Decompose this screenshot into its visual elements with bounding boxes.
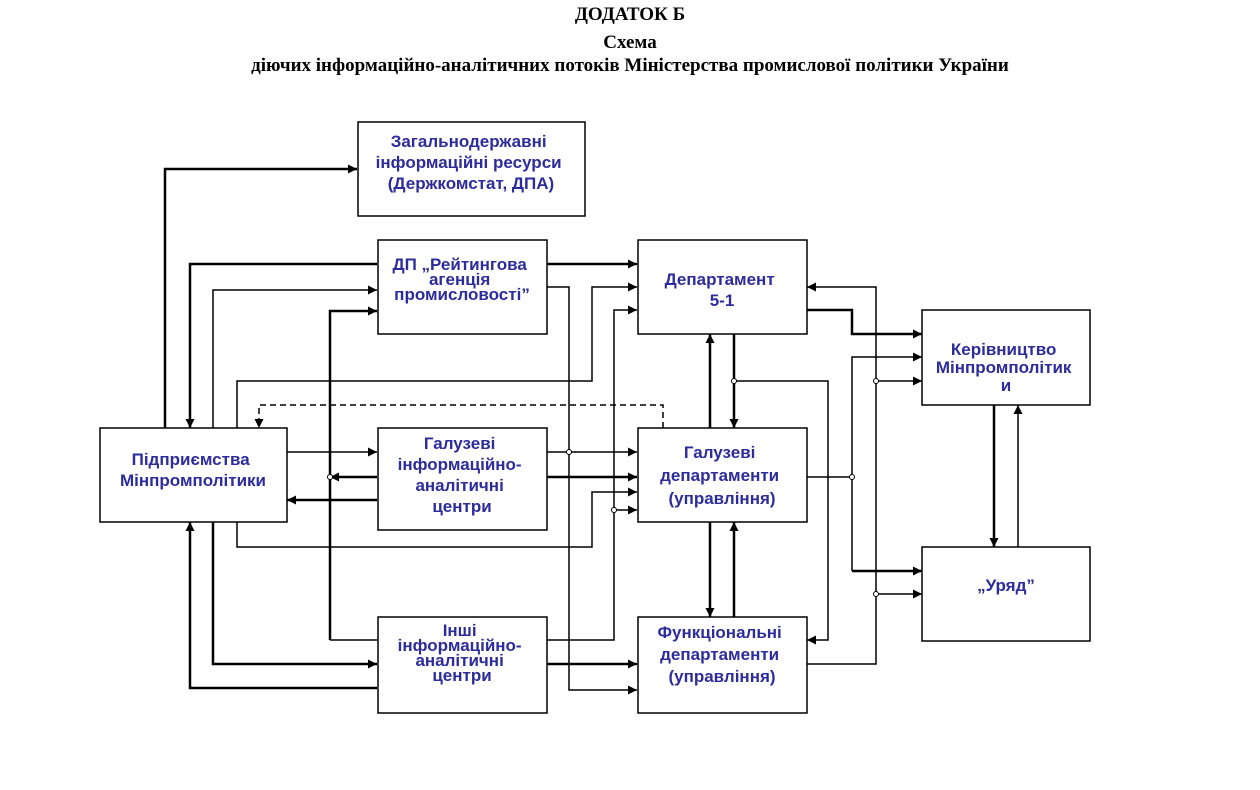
- edge-bus-to-leadership: [851, 352, 922, 571]
- node-sector-info-centers: Галузеві інформаційно- аналітичні центри: [377, 427, 548, 531]
- node-line: інформаційно-: [398, 455, 522, 474]
- node-line: агенція: [429, 270, 490, 289]
- edge-rating-to-enterprises: [185, 262, 377, 428]
- node-line: промисловості”: [394, 285, 530, 304]
- junction: [327, 474, 333, 480]
- node-ministry-leadership: Керівництво Мінпромполітик и: [921, 309, 1091, 406]
- edge-dashed-feedback: [254, 404, 664, 428]
- edge-enterprises-to-rating: [212, 285, 377, 428]
- node-line: Мінпромполітик: [936, 358, 1072, 377]
- svg-text:Загальнодержавні інфор: Загальнодержавні інформаційні ресурси (Д…: [376, 132, 567, 193]
- node-line: Галузеві: [684, 443, 756, 462]
- svg-text:Керівництво Мінпромпол: Керівництво Мінпромполітик и: [936, 340, 1076, 395]
- node-line: Загальнодержавні: [391, 132, 547, 151]
- junction: [566, 449, 572, 455]
- node-line: 5-1: [710, 291, 735, 310]
- node-line: департаменти: [660, 645, 779, 664]
- node-rating-agency: ДП „Рейтингова агенція промисловості”: [377, 239, 548, 335]
- svg-text:Функціональні департам: Функціональні департаменти (управління): [658, 623, 787, 686]
- junction: [873, 591, 879, 597]
- node-line: Департамент: [665, 270, 775, 289]
- node-line: (управління): [668, 667, 775, 686]
- edge-line-to-rating: [328, 306, 377, 640]
- node-line: „Уряд”: [977, 576, 1035, 595]
- edge-other-centers-to-enterprises: [185, 522, 377, 690]
- edge-dept51-to-functional: [734, 380, 829, 645]
- svg-text:Галузеві інформаційно-: Галузеві інформаційно- аналітичні центри: [398, 434, 527, 516]
- node-government: „Уряд”: [921, 546, 1091, 642]
- junction: [873, 378, 879, 384]
- edge-rating-to-functional: [547, 286, 637, 695]
- node-line: и: [1001, 376, 1011, 395]
- node-state-resources: Загальнодержавні інформаційні ресурси (Д…: [357, 121, 586, 217]
- svg-text:ДП „Рейтингова агенція: ДП „Рейтингова агенція промисловості”: [392, 255, 531, 304]
- node-functional-departments: Функціональні департаменти (управління): [637, 616, 808, 714]
- appendix-title: ДОДАТОК Б: [574, 4, 686, 25]
- node-line: Керівництво: [951, 340, 1057, 359]
- node-line: (Держкомстат, ДПА): [388, 174, 554, 193]
- edge-functional-to-leadership: [807, 282, 877, 665]
- node-line: центри: [432, 666, 491, 685]
- scheme-title: Схема: [603, 32, 657, 53]
- svg-text:Департамент 5-1: Департамент 5-1: [665, 270, 780, 310]
- node-line: інформаційно-: [398, 636, 522, 655]
- node-other-info-centers: Інші інформаційно- аналітичні центри: [377, 616, 548, 714]
- node-enterprises: Підприємства Мінпромполітики: [99, 427, 288, 523]
- node-line: Мінпромполітики: [120, 471, 266, 490]
- junction: [849, 474, 855, 480]
- node-line: Галузеві: [424, 434, 496, 453]
- node-line: департаменти: [660, 466, 779, 485]
- junction: [611, 507, 617, 513]
- edge-enterprises-bottom-to-sector-depts: [236, 487, 637, 548]
- svg-text:Інші інформаційно-: Інші інформаційно- аналітичні центри: [398, 621, 527, 685]
- edge-enterprises-to-other-centers: [211, 522, 377, 669]
- node-department-5-1: Департамент 5-1: [637, 239, 808, 335]
- node-line: центри: [432, 497, 491, 516]
- node-line: аналітичні: [415, 651, 503, 670]
- node-line: (управління): [668, 489, 775, 508]
- connectors: [163, 164, 1023, 695]
- svg-text:Підприємства Мінпромпо: Підприємства Мінпромполітики: [120, 450, 266, 490]
- edge-enterprises-top-to-dept51: [236, 282, 637, 428]
- edge-other-to-dept51: [547, 305, 637, 641]
- node-line: Підприємства: [132, 450, 251, 469]
- node-sector-departments: Галузеві департаменти (управління): [637, 427, 808, 523]
- junctions: [327, 378, 879, 597]
- edge-enterprises-to-state-resources: [163, 164, 357, 428]
- scheme-subtitle: діючих інформаційно-аналітичних потоків …: [251, 55, 1009, 76]
- node-line: Інші: [443, 621, 477, 640]
- node-line: інформаційні ресурси: [376, 153, 562, 172]
- junction: [731, 378, 737, 384]
- edge-dept51-to-leadership: [807, 308, 922, 339]
- svg-text:Галузеві департаменти: Галузеві департаменти (управління): [660, 443, 784, 508]
- node-line: Функціональні: [658, 623, 782, 642]
- node-line: аналітичні: [415, 476, 503, 495]
